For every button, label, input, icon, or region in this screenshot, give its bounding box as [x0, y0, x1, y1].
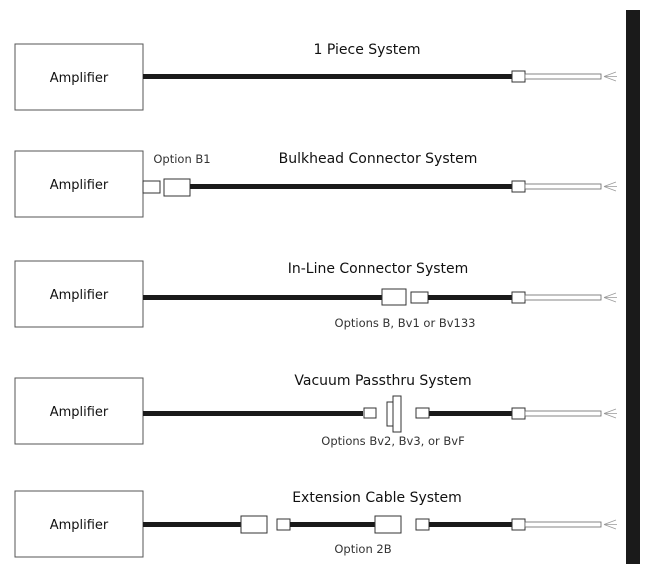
extension-cable [290, 522, 375, 527]
amplifier-box [14, 490, 144, 558]
system-title: 1 Piece System [314, 42, 421, 58]
probe-tube [524, 183, 602, 190]
cable-segment-a [143, 411, 363, 416]
cable [190, 184, 512, 189]
system-in-line: In-Line Connector System Amplifier Optio… [14, 260, 617, 330]
ferrule [511, 180, 526, 193]
amplifier-box [14, 377, 144, 445]
amplifier-label: Amplifier [50, 288, 109, 303]
probe-tube [524, 294, 602, 301]
system-title: Extension Cable System [292, 490, 462, 506]
ferrule [511, 518, 526, 531]
passthru-plug-out [415, 407, 430, 419]
in-line-connector-male [410, 291, 429, 304]
probe-tube [524, 73, 602, 80]
cable-segment-b [429, 411, 512, 416]
option-label: Options Bv2, Bv3, or BvF [321, 434, 464, 448]
in-line-connector-female [381, 288, 407, 306]
probe-tube [524, 521, 602, 528]
bulkhead-connector [163, 178, 191, 197]
system-bulkhead: Bulkhead Connector System Option B1 Ampl… [14, 150, 617, 218]
ferrule [511, 407, 526, 420]
bulkhead-port [142, 180, 161, 194]
passthru-plug [363, 407, 377, 419]
option-label: Options B, Bv1 or Bv133 [335, 316, 476, 330]
cable-segment-a [143, 295, 382, 300]
system-one-piece: 1 Piece System Amplifier [14, 42, 617, 111]
amplifier-label: Amplifier [50, 518, 109, 533]
probe-tip-icon [603, 519, 617, 530]
cable [143, 74, 512, 79]
probe-tip-icon [603, 181, 617, 192]
option-label: Option 2B [334, 542, 391, 556]
probe-tip-icon [603, 292, 617, 303]
cable-segment-b [429, 522, 512, 527]
system-extension-cable: Extension Cable System Amplifier Option … [14, 490, 617, 558]
system-title: Bulkhead Connector System [279, 151, 478, 167]
passthru-body [392, 395, 402, 433]
amplifier-box [14, 150, 144, 218]
cable-segment-a [143, 522, 241, 527]
probe-plug [415, 518, 430, 531]
system-title: Vacuum Passthru System [294, 373, 471, 389]
probe-tip-icon [603, 408, 617, 419]
extension-plug [276, 518, 291, 531]
probe-tip-icon [603, 71, 617, 82]
amplifier-label: Amplifier [50, 178, 109, 193]
ferrule [511, 291, 526, 304]
amplifier-label: Amplifier [50, 71, 109, 86]
ferrule [511, 70, 526, 83]
extension-connector-b [374, 515, 402, 534]
mounting-wall [626, 10, 640, 564]
system-vacuum-passthru: Vacuum Passthru System Amplifier Options… [14, 373, 617, 448]
system-title: In-Line Connector System [288, 261, 469, 277]
option-label: Option B1 [153, 152, 210, 166]
probe-tube [524, 410, 602, 417]
cable-segment-b [428, 295, 512, 300]
amplifier-label: Amplifier [50, 405, 109, 420]
extension-connector-female [240, 515, 268, 534]
amplifier-box [14, 260, 144, 328]
amplifier-box [14, 43, 144, 111]
